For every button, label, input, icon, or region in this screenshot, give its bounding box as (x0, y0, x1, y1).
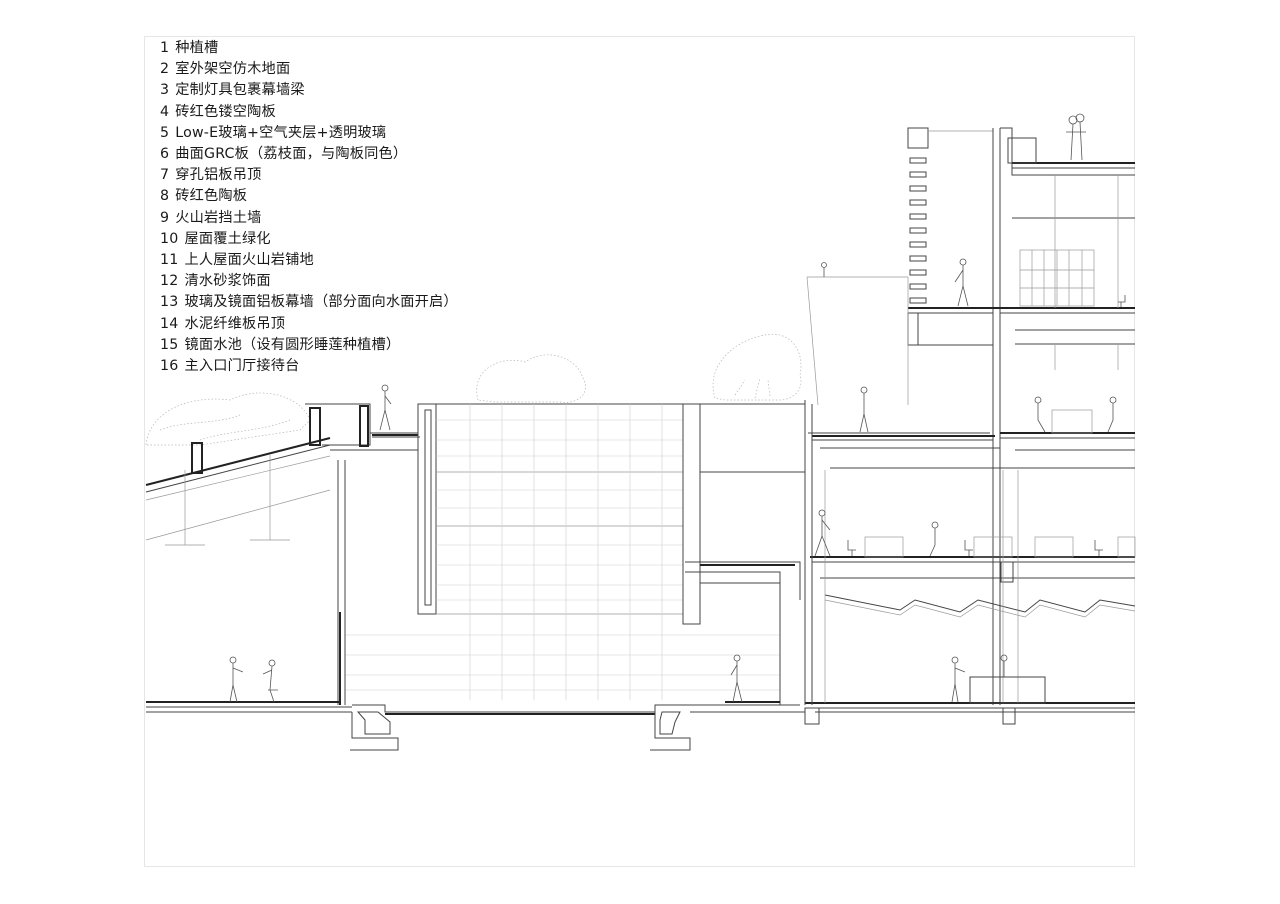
legend-label: 室外架空仿木地面 (175, 61, 291, 78)
legend-label: 砖红色陶板 (175, 188, 248, 205)
ground-and-pool (146, 701, 805, 751)
legend-label: 种植槽 (175, 40, 219, 56)
tree-center-icon (476, 354, 586, 403)
person-icon (262, 659, 278, 703)
reception-desk (969, 676, 1046, 704)
legend-label: 清水砂浆饰面 (184, 273, 271, 290)
roof-terrace (370, 408, 420, 438)
person-icon (1034, 396, 1046, 433)
legend-label: 定制灯具包裹幕墙梁 (175, 82, 305, 99)
legend-label: 火山岩挡土墙 (175, 209, 262, 226)
people-figures (229, 113, 1117, 703)
legend-label: 穿孔铝板吊顶 (175, 167, 262, 184)
legend-label: 上人屋面火山岩铺地 (184, 252, 314, 269)
bookshelf (1019, 249, 1095, 307)
legend-label: 砖红色镂空陶板 (175, 103, 276, 120)
legend-label: 主入口门厅接待台 (184, 358, 300, 375)
person-icon (951, 656, 966, 703)
tree-right-icon (712, 333, 802, 401)
person-icon (859, 386, 869, 433)
person-icon (730, 654, 743, 703)
legend-label: 水泥纤维板吊顶 (184, 315, 286, 332)
person-icon (1107, 396, 1117, 433)
sloped-green-roof (145, 403, 371, 546)
person-icon (814, 509, 831, 557)
legend-label: 玻璃及镜面铝板幕墙（部分面向水面开启） (184, 294, 458, 311)
legend-label: 镜面水池（设有圆形睡莲种植槽） (184, 336, 401, 353)
legend-label: 曲面GRC板（荔枝面，与陶板同色） (175, 146, 408, 163)
person-icon (1066, 113, 1086, 161)
person-icon (929, 521, 939, 557)
legend-label: 屋面覆土绿化 (184, 230, 271, 247)
mid-walkway (685, 561, 801, 705)
legend-label: Low-E玻璃+空气夹层+透明玻璃 (175, 124, 387, 141)
person-icon (379, 384, 392, 431)
office-desks (864, 409, 1136, 558)
central-hall (330, 403, 805, 705)
person-icon (229, 656, 244, 703)
person-icon (954, 258, 969, 307)
person-icon (1000, 654, 1008, 677)
person-icon (821, 262, 827, 277)
right-building (804, 127, 1136, 725)
office-chairs (847, 295, 1126, 556)
tree-left-icon (145, 392, 311, 446)
drawing-frame (144, 36, 1135, 867)
